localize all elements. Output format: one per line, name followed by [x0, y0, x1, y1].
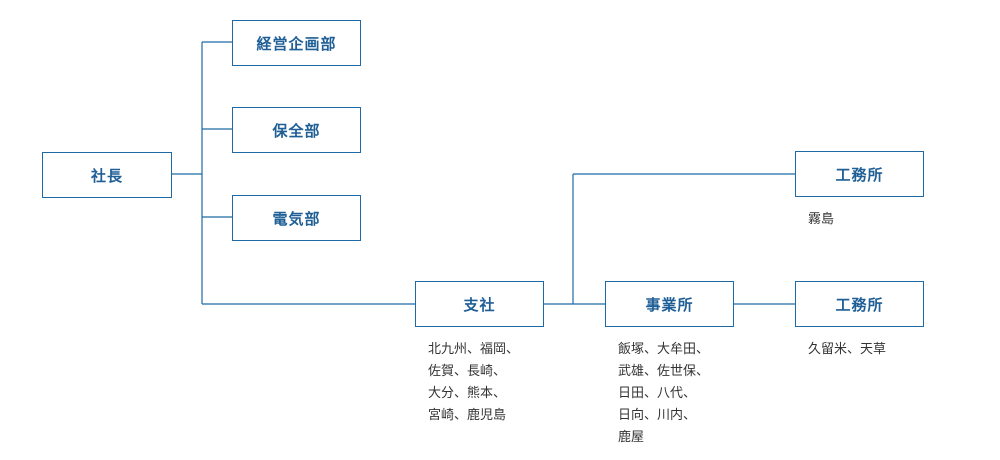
note-works-kirishima-location: 霧島 — [808, 212, 835, 227]
node-maintenance: 保全部 — [232, 107, 361, 153]
node-electrical: 電気部 — [232, 195, 361, 241]
node-business-office: 事業所 — [605, 281, 734, 327]
node-branch: 支社 — [415, 281, 544, 327]
note-works-kurume-locations: 久留米、天草 — [808, 342, 887, 357]
note-branch-locations: 北九州、福岡、 佐賀、長崎、 大分、熊本、 宮崎、鹿児島 — [428, 342, 520, 423]
node-works-kurume: 工務所 — [795, 281, 924, 327]
note-business-office-locations: 飯塚、大牟田、 武雄、佐世保、 日田、八代、 日向、川内、 鹿屋 — [618, 342, 710, 445]
node-president: 社長 — [42, 152, 172, 198]
node-planning: 経営企画部 — [232, 20, 361, 66]
node-works-kirishima: 工務所 — [795, 151, 924, 197]
